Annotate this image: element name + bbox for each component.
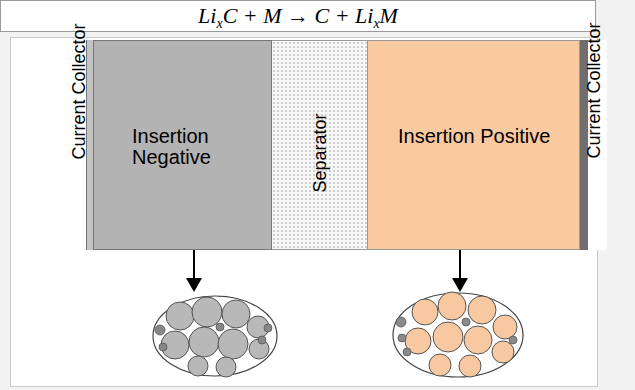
node-label: Insertion Negative	[132, 126, 265, 168]
node-label: Current Collector	[584, 132, 603, 159]
equation-text: C + M → C + Li	[223, 3, 374, 28]
reaction-equation: LixC + M → C + LixM	[0, 0, 596, 32]
equation-text: Li	[198, 3, 216, 28]
equation-subscript: x	[373, 16, 379, 31]
current-collector: Current Collector	[580, 40, 607, 250]
equation-text: M	[380, 3, 398, 28]
negative-electrode: Insertion Negative	[93, 40, 272, 250]
node-label: Current Collector	[69, 131, 88, 160]
node-label: Insertion Positive	[398, 126, 573, 147]
positive-electrode: Insertion Positive	[367, 40, 580, 250]
node-label: Separator	[310, 98, 329, 193]
separator: Separator	[272, 40, 367, 250]
equation-subscript: x	[216, 16, 222, 31]
positive-particles	[393, 292, 523, 377]
negative-particles	[153, 296, 277, 377]
current-collector: Current Collector	[64, 40, 93, 250]
